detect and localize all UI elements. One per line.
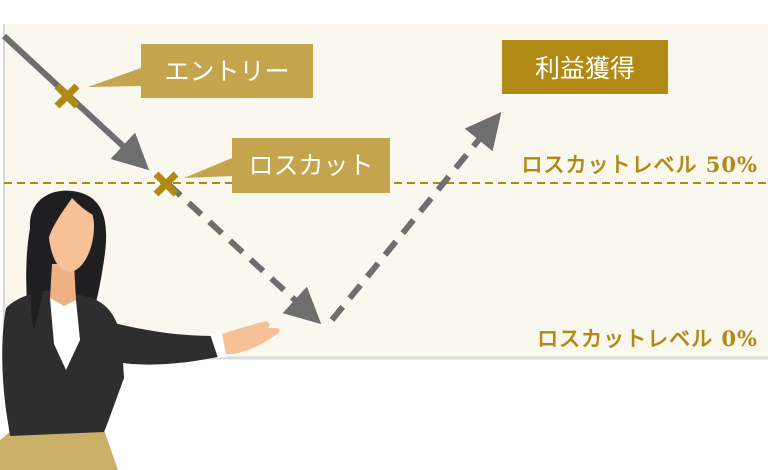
neck [50, 264, 76, 306]
entry-callout [141, 44, 313, 98]
entry-cross-icon [54, 83, 80, 109]
entry-callout-tail [88, 68, 141, 87]
blouse [50, 298, 80, 370]
take-profit-label: 利益獲得 [535, 54, 635, 83]
price-path-dashed-down [165, 181, 322, 325]
stop-label: ロスカット [248, 151, 373, 180]
price-path-dashed-up [329, 112, 502, 322]
take-profit-box [502, 40, 668, 94]
hair-front [30, 191, 101, 330]
presenter-illustration [0, 190, 280, 470]
stop-level-50-label: ロスカットレベル 50% [522, 152, 759, 177]
stop-callout [232, 138, 390, 193]
stop-level-0-label: ロスカットレベル 0% [537, 326, 758, 351]
stop-cross-icon [153, 171, 179, 197]
entry-label: エントリー [164, 57, 289, 86]
hand [222, 321, 280, 354]
arm [96, 318, 222, 365]
skirt [0, 430, 118, 470]
stop-callout-tail [184, 158, 232, 178]
